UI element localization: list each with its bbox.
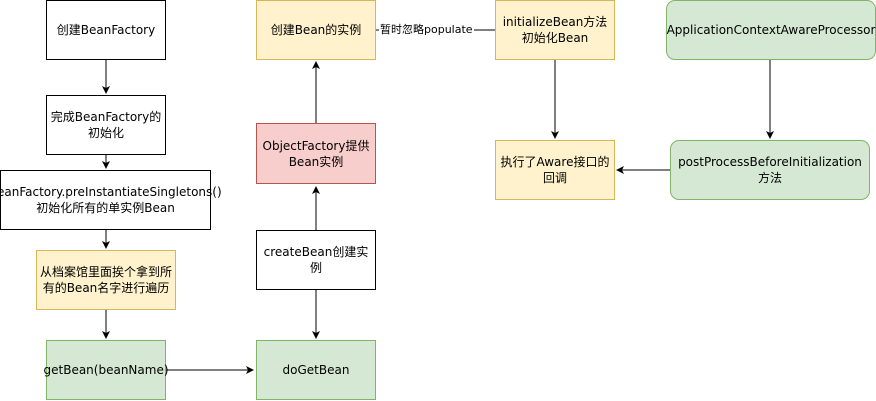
node-create-bean-instance: 创建Bean的实例 (256, 0, 376, 60)
node-getbean: getBean(beanName) (44, 340, 169, 400)
node-aware-callback: 执行了Aware接口的回调 (495, 140, 615, 200)
node-initialize-bean: initializeBean方法初始化Bean (495, 0, 615, 60)
node-applicationcontext-aware-processor: ApplicationContextAwareProcessor (666, 0, 876, 60)
node-pre-instantiate-singletons: beanFactory.preInstantiateSingletons() 初… (0, 170, 222, 230)
node-finish-beanfactory-init: 完成BeanFactory的初始化 (46, 95, 166, 155)
node-iterate-bean-names: 从档案馆里面挨个拿到所有的Bean名字进行遍历 (36, 250, 176, 310)
node-createbean: createBean创建实例 (256, 230, 376, 290)
label-ignore-populate: 暂时忽略populate (379, 23, 474, 36)
node-create-beanfactory: 创建BeanFactory (46, 0, 166, 60)
node-objectfactory: ObjectFactory提供Bean实例 (256, 123, 376, 184)
node-post-process-before-init: postProcessBeforeInitialization方法 (670, 140, 870, 200)
node-dogetbean: doGetBean (256, 340, 376, 400)
